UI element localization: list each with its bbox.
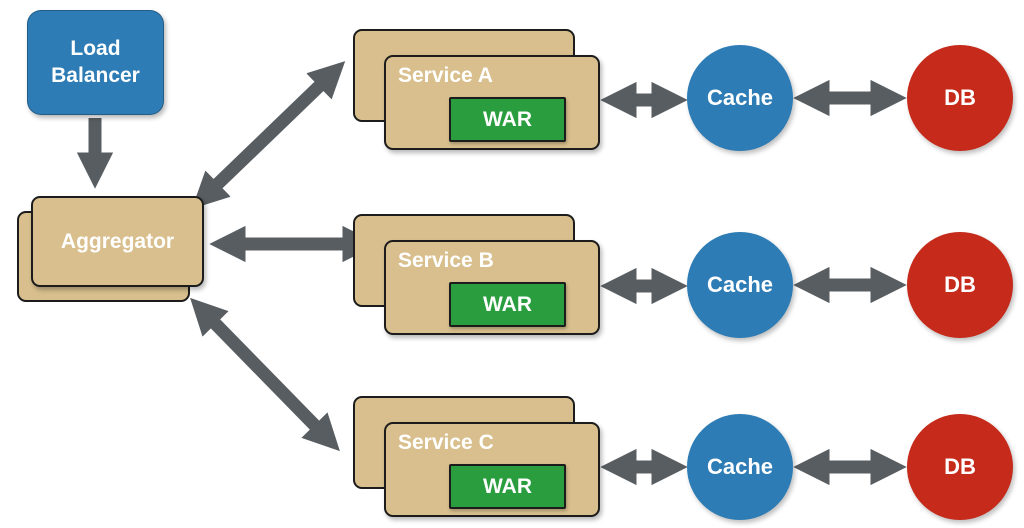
cache-node-c: Cache [687,414,793,520]
service-a-node: Service A WAR [384,55,600,150]
arrow-aggregator-service-a [191,61,346,209]
service-b-war-box: WAR [449,282,566,327]
db-node-b: DB [907,232,1013,338]
load-balancer-label: Load Balancer [51,37,140,87]
db-b-label: DB [944,272,976,297]
aggregator-label: Aggregator [60,229,175,253]
cache-a-label: Cache [706,85,774,110]
db-node-c: DB [907,414,1013,520]
service-a-war-label: WAR [483,107,532,131]
service-a-war-box: WAR [449,97,566,142]
service-b-node: Service B WAR [384,240,600,335]
db-a-label: DB [944,85,976,110]
db-c-label: DB [944,454,976,479]
cache-b-label: Cache [706,272,774,297]
arrow-aggregator-service-c [190,297,340,452]
service-b-label: Service B [398,249,494,272]
service-b-war-label: WAR [483,292,532,316]
service-c-node: Service C WAR [384,422,600,517]
db-node-a: DB [907,45,1013,151]
service-c-war-box: WAR [449,464,566,509]
load-balancer-node: Load Balancer [27,10,164,115]
service-c-war-label: WAR [483,474,532,498]
service-c-label: Service C [398,431,494,454]
aggregator-node: Aggregator [31,196,204,287]
cache-node-b: Cache [687,232,793,338]
cache-c-label: Cache [706,454,774,479]
cache-node-a: Cache [687,45,793,151]
service-a-label: Service A [398,64,493,87]
